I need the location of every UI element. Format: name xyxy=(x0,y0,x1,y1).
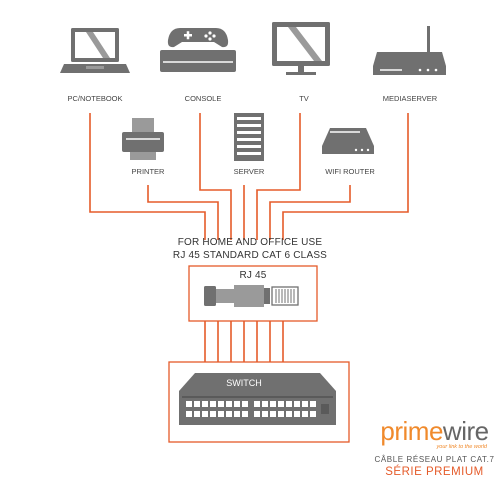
brand-block: primewire your link to the world CÂBLE R… xyxy=(372,418,497,478)
device-label-server: SERVER xyxy=(234,167,265,176)
tv-icon xyxy=(272,22,330,75)
line-printer xyxy=(147,185,219,240)
printer-icon xyxy=(122,118,164,160)
line-wifi xyxy=(269,185,351,240)
network-switch-icon xyxy=(179,373,336,425)
switch-box: SWITCH xyxy=(168,361,350,443)
brand-logo-part1: prime xyxy=(380,416,443,446)
wifi-router-icon xyxy=(322,128,374,154)
line-pc xyxy=(89,113,206,240)
line-mediaserver xyxy=(282,113,409,240)
brand-tagline: your link to the world xyxy=(436,444,487,450)
device-label-printer: PRINTER xyxy=(132,167,166,176)
laptop-icon xyxy=(60,28,130,73)
device-label-mediaserver: MEDIASERVER xyxy=(383,94,438,103)
device-label-wifi-router: WIFI ROUTER xyxy=(325,167,375,176)
line-tv xyxy=(256,113,301,240)
brand-series: SÉRIE PREMIUM xyxy=(385,466,484,478)
router-antenna-icon xyxy=(373,26,446,75)
device-label-tv: TV xyxy=(299,94,309,103)
brand-logo: primewire xyxy=(372,418,497,444)
rj45-label: RJ 45 xyxy=(239,270,266,281)
rj45-box: RJ 45 xyxy=(188,265,318,322)
switch-label: SWITCH xyxy=(226,378,262,388)
rj45-to-switch-lines xyxy=(204,321,284,362)
info-line-1: FOR HOME AND OFFICE USE xyxy=(178,237,323,248)
brand-product-name: CÂBLE RÉSEAU PLAT CAT.7 xyxy=(374,455,495,464)
brand-logo-part2: wire xyxy=(442,416,489,446)
device-label-pc: PC/NOTEBOOK xyxy=(67,94,122,103)
info-line-2: RJ 45 STANDARD CAT 6 CLASS xyxy=(173,250,327,261)
server-icon xyxy=(234,113,264,161)
device-label-console: CONSOLE xyxy=(185,94,222,103)
rj45-plug-icon xyxy=(204,285,299,307)
connection-lines xyxy=(89,113,409,240)
game-console-icon xyxy=(160,28,236,72)
line-console xyxy=(199,113,232,240)
